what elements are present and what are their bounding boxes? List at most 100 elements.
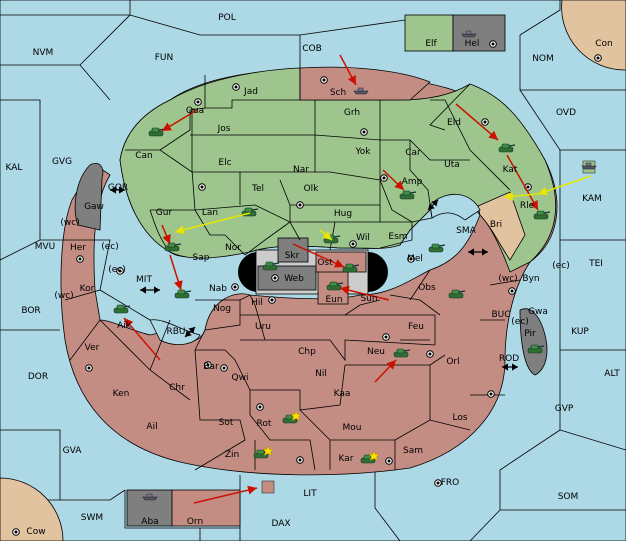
- label-feu: Feu: [408, 322, 424, 332]
- province-labels: POL COB NVM FUN NOM Con Elf Hel KAL GVG …: [6, 13, 621, 537]
- label-sch: Sch: [330, 88, 346, 98]
- label-coast-wc: (wc): [498, 274, 517, 284]
- supply-center-icon: [360, 128, 368, 136]
- supply-center-icon: [385, 457, 393, 465]
- label-mel: Mel: [407, 254, 423, 264]
- label-uta: Uta: [444, 160, 460, 170]
- label-hil: Hil: [251, 298, 263, 308]
- label-grh: Grh: [344, 108, 360, 118]
- label-rot: Rot: [257, 419, 272, 429]
- label-eld: Eld: [447, 118, 461, 128]
- label-tei: TEI: [588, 259, 603, 269]
- label-gvp: GVP: [555, 404, 574, 414]
- label-elc: Elc: [218, 158, 231, 168]
- label-ver: Ver: [85, 343, 100, 353]
- label-byn: Byn: [522, 274, 539, 284]
- label-qwi: Qwi: [232, 373, 249, 383]
- province-pir[interactable]: [519, 308, 548, 376]
- label-qua: Qua: [186, 106, 204, 116]
- label-sap: Sap: [193, 253, 210, 263]
- label-hug: Hug: [334, 209, 352, 219]
- label-fro: FRO: [441, 478, 460, 488]
- label-coast-wc: (wc): [60, 218, 79, 228]
- label-neu: Neu: [367, 347, 385, 357]
- label-chp: Chp: [298, 347, 316, 357]
- supply-center-icon: [220, 364, 228, 372]
- label-nar: Nar: [293, 165, 309, 175]
- label-coast-ec: (ec): [101, 242, 119, 252]
- label-gur: Gur: [156, 208, 173, 218]
- label-dax: DAX: [271, 519, 290, 529]
- label-nom: NOM: [532, 54, 554, 64]
- label-hel: Hel: [465, 39, 480, 49]
- label-chr: Chr: [169, 383, 185, 393]
- supply-center-icon: [232, 83, 240, 91]
- label-nog: Nog: [213, 304, 231, 314]
- label-zin: Zin: [225, 450, 239, 460]
- label-amp: Amp: [402, 177, 423, 187]
- province-con[interactable]: [561, 0, 626, 71]
- label-can: Can: [135, 151, 153, 161]
- label-gvg: GVG: [52, 157, 72, 167]
- label-yok: Yok: [354, 147, 371, 157]
- province-elf[interactable]: [404, 14, 454, 52]
- province-bri[interactable]: [477, 191, 526, 261]
- label-ovd: OVD: [556, 108, 576, 118]
- label-coast-wc: (wc): [54, 291, 73, 301]
- label-wil: Wil: [356, 233, 370, 243]
- label-bar: Bar: [203, 362, 219, 372]
- label-gva: GVA: [63, 446, 83, 456]
- label-alt: ALT: [604, 369, 620, 379]
- label-coast-ec: (ec): [552, 261, 570, 271]
- label-ken: Ken: [113, 389, 130, 399]
- label-mvu: MVU: [35, 242, 56, 252]
- supply-center-icon: [426, 350, 434, 358]
- continent: [60, 14, 596, 527]
- label-mou: Mou: [343, 423, 362, 433]
- label-lit: LIT: [303, 489, 317, 499]
- province-orn[interactable]: [171, 489, 241, 527]
- label-rle: Rle: [520, 201, 535, 211]
- label-kup: KUP: [571, 327, 589, 337]
- label-coast-ec: (ec): [108, 265, 126, 275]
- label-aba: Aba: [141, 517, 158, 527]
- label-kam: KAM: [582, 194, 602, 204]
- label-coast-ec: (ec): [511, 317, 529, 327]
- label-nil: Nil: [315, 369, 327, 379]
- label-fun: FUN: [155, 53, 174, 63]
- label-ost: Ost: [317, 258, 333, 268]
- supply-center-icon: [268, 296, 276, 304]
- label-nor: Nor: [225, 243, 241, 253]
- label-swm: SWM: [81, 513, 103, 523]
- supply-center-icon: [380, 174, 388, 182]
- order-arrows: [110, 54, 592, 504]
- supply-center-icon: [320, 76, 328, 84]
- label-ail: Ail: [146, 422, 157, 432]
- province-sch[interactable]: [299, 66, 431, 101]
- label-gor: GOR: [108, 183, 128, 193]
- supply-center-icon: [231, 283, 239, 291]
- supply-center-icon: [194, 98, 202, 106]
- sma-lake: [429, 193, 481, 221]
- label-nvm: NVM: [33, 48, 54, 58]
- label-gaw: Gaw: [84, 202, 104, 212]
- label-web: Web: [284, 274, 304, 284]
- label-bor: BOR: [21, 306, 40, 316]
- label-car: Car: [405, 148, 421, 158]
- label-buc: BUC: [491, 310, 510, 320]
- label-rod: ROD: [499, 354, 519, 364]
- label-olk: Olk: [304, 184, 320, 194]
- label-pol: POL: [218, 13, 236, 23]
- province-cow[interactable]: [0, 477, 64, 541]
- label-esm: Esm: [388, 232, 407, 242]
- province-gaw[interactable]: [74, 163, 104, 231]
- label-kor: Kor: [80, 284, 95, 294]
- supply-center-icon: [382, 333, 390, 341]
- label-rbu: RBU: [166, 327, 185, 337]
- province-borders: [60, 68, 521, 471]
- label-skr: Skr: [285, 251, 300, 261]
- label-sot: Sot: [219, 418, 234, 428]
- label-uru: Uru: [255, 322, 271, 332]
- supply-center-icon: [271, 274, 279, 282]
